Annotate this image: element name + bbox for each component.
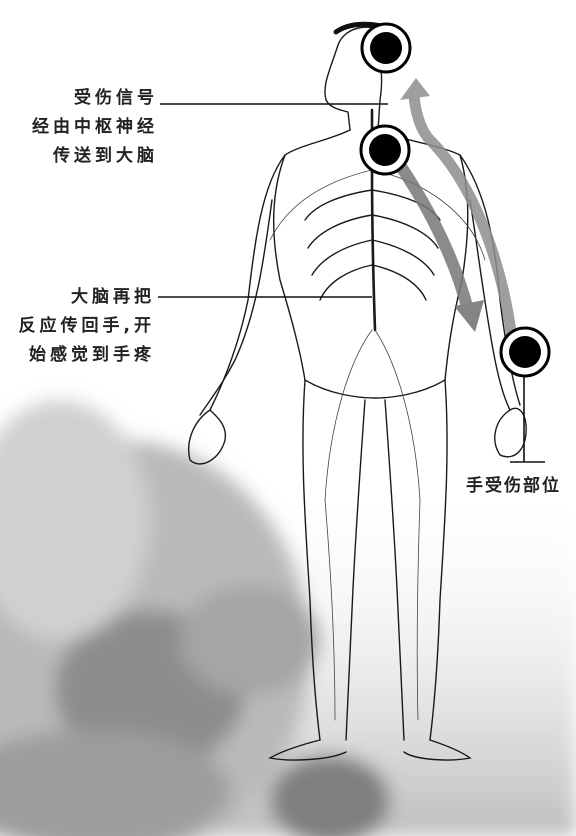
- brain-label-line-3: 始感觉到手疼: [0, 341, 155, 370]
- signal-label-line-3: 传送到大脑: [8, 142, 158, 171]
- brain-label-line-2: 反应传回手,开: [0, 312, 155, 341]
- descending-arrow: [400, 165, 468, 310]
- brain-response-label: 大脑再把 反应传回手,开 始感觉到手疼: [0, 283, 155, 370]
- spinal-cord-marker: [361, 126, 409, 174]
- brain-label-line-1: 大脑再把: [0, 283, 155, 312]
- hand-injury-marker: [501, 328, 549, 376]
- injury-site-label: 手受伤部位: [466, 472, 576, 501]
- signal-label-line-1: 受伤信号: [8, 84, 158, 113]
- signal-arrows: [400, 78, 512, 340]
- brain-marker: [362, 24, 410, 72]
- blurred-background-photo: [0, 400, 576, 836]
- signal-label-line-2: 经由中枢神经: [8, 113, 158, 142]
- descending-arrowhead: [454, 300, 484, 332]
- pointer-lines: [158, 104, 545, 462]
- ascending-arrowhead: [400, 78, 430, 100]
- signal-transmission-label: 受伤信号 经由中枢神经 传送到大脑: [8, 84, 158, 171]
